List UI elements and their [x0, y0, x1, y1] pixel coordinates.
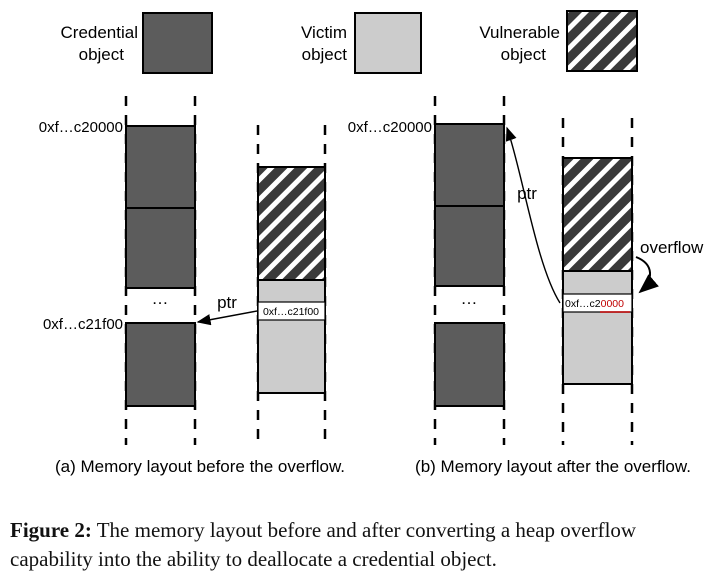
- panel-b-vulnerable-object: [562, 157, 633, 272]
- figure-caption-label: Figure 2:: [10, 518, 92, 542]
- panel-b-overflow-label: overflow: [640, 238, 704, 257]
- panel-a-ptr-label: ptr: [217, 293, 237, 312]
- panel-b-ellipsis: …: [461, 289, 478, 308]
- panel-a: … 0xf…c20000 0xf…c21f00 0xf…c21f00 ptr (…: [39, 96, 345, 476]
- figure-caption-text: The memory layout before and after conve…: [10, 518, 637, 571]
- figure-caption: Figure 2: The memory layout before and a…: [10, 516, 722, 574]
- panel-a-ptr-arrow: [196, 310, 258, 326]
- panel-a-credential-object-2: [125, 207, 196, 289]
- legend: Credential object Victim object Vulnerab…: [61, 10, 638, 74]
- panel-b-ptr-arrow: [505, 126, 561, 304]
- panel-a-credential-object-1: [125, 125, 196, 209]
- memory-layout-figure: Credential object Victim object Vulnerab…: [39, 10, 704, 476]
- panel-b: … 0xf…c20000 0xf…c20000 ptr overflow (b)…: [348, 96, 704, 476]
- panel-b-victim-pointer-field: [562, 293, 633, 313]
- legend-vulnerable-swatch: [566, 10, 638, 72]
- panel-a-field-value: 0xf…c21f00: [263, 306, 319, 318]
- panel-b-field-value: 0xf…c20000: [565, 298, 624, 310]
- panel-b-field-prefix: 0xf…c2: [565, 298, 601, 310]
- legend-victim-label-line2: object: [302, 45, 348, 64]
- panel-a-victim-pointer-field: [257, 301, 326, 321]
- panel-b-victim-object: [562, 270, 633, 385]
- legend-credential-swatch: [142, 12, 213, 74]
- panel-a-credential-object-target: [125, 322, 196, 407]
- legend-credential-label-line2: object: [79, 45, 125, 64]
- panel-b-addr-top: 0xf…c20000: [348, 119, 432, 136]
- panel-b-credential-object-target: [434, 123, 505, 207]
- panel-b-overflow-arrow: [635, 256, 659, 294]
- panel-a-victim-object: [257, 279, 326, 394]
- panel-a-addr-bottom: 0xf…c21f00: [43, 316, 123, 333]
- legend-vulnerable-label-line2: object: [501, 45, 547, 64]
- panel-b-field-overwritten: 0000: [601, 298, 625, 310]
- panel-b-credential-object-3: [434, 322, 505, 407]
- legend-credential-label-line1: Credential: [61, 23, 139, 42]
- legend-victim-label-line1: Victim: [301, 23, 347, 42]
- panel-a-addr-top: 0xf…c20000: [39, 119, 123, 136]
- panel-b-ptr-label: ptr: [517, 184, 537, 203]
- panel-b-subcaption: (b) Memory layout after the overflow.: [415, 457, 691, 476]
- panel-a-subcaption: (a) Memory layout before the overflow.: [55, 457, 345, 476]
- legend-victim-swatch: [354, 12, 422, 74]
- panel-a-ellipsis: …: [152, 289, 169, 308]
- panel-b-credential-object-2: [434, 205, 505, 287]
- panel-a-vulnerable-object: [257, 166, 326, 281]
- legend-vulnerable-label-line1: Vulnerable: [479, 23, 560, 42]
